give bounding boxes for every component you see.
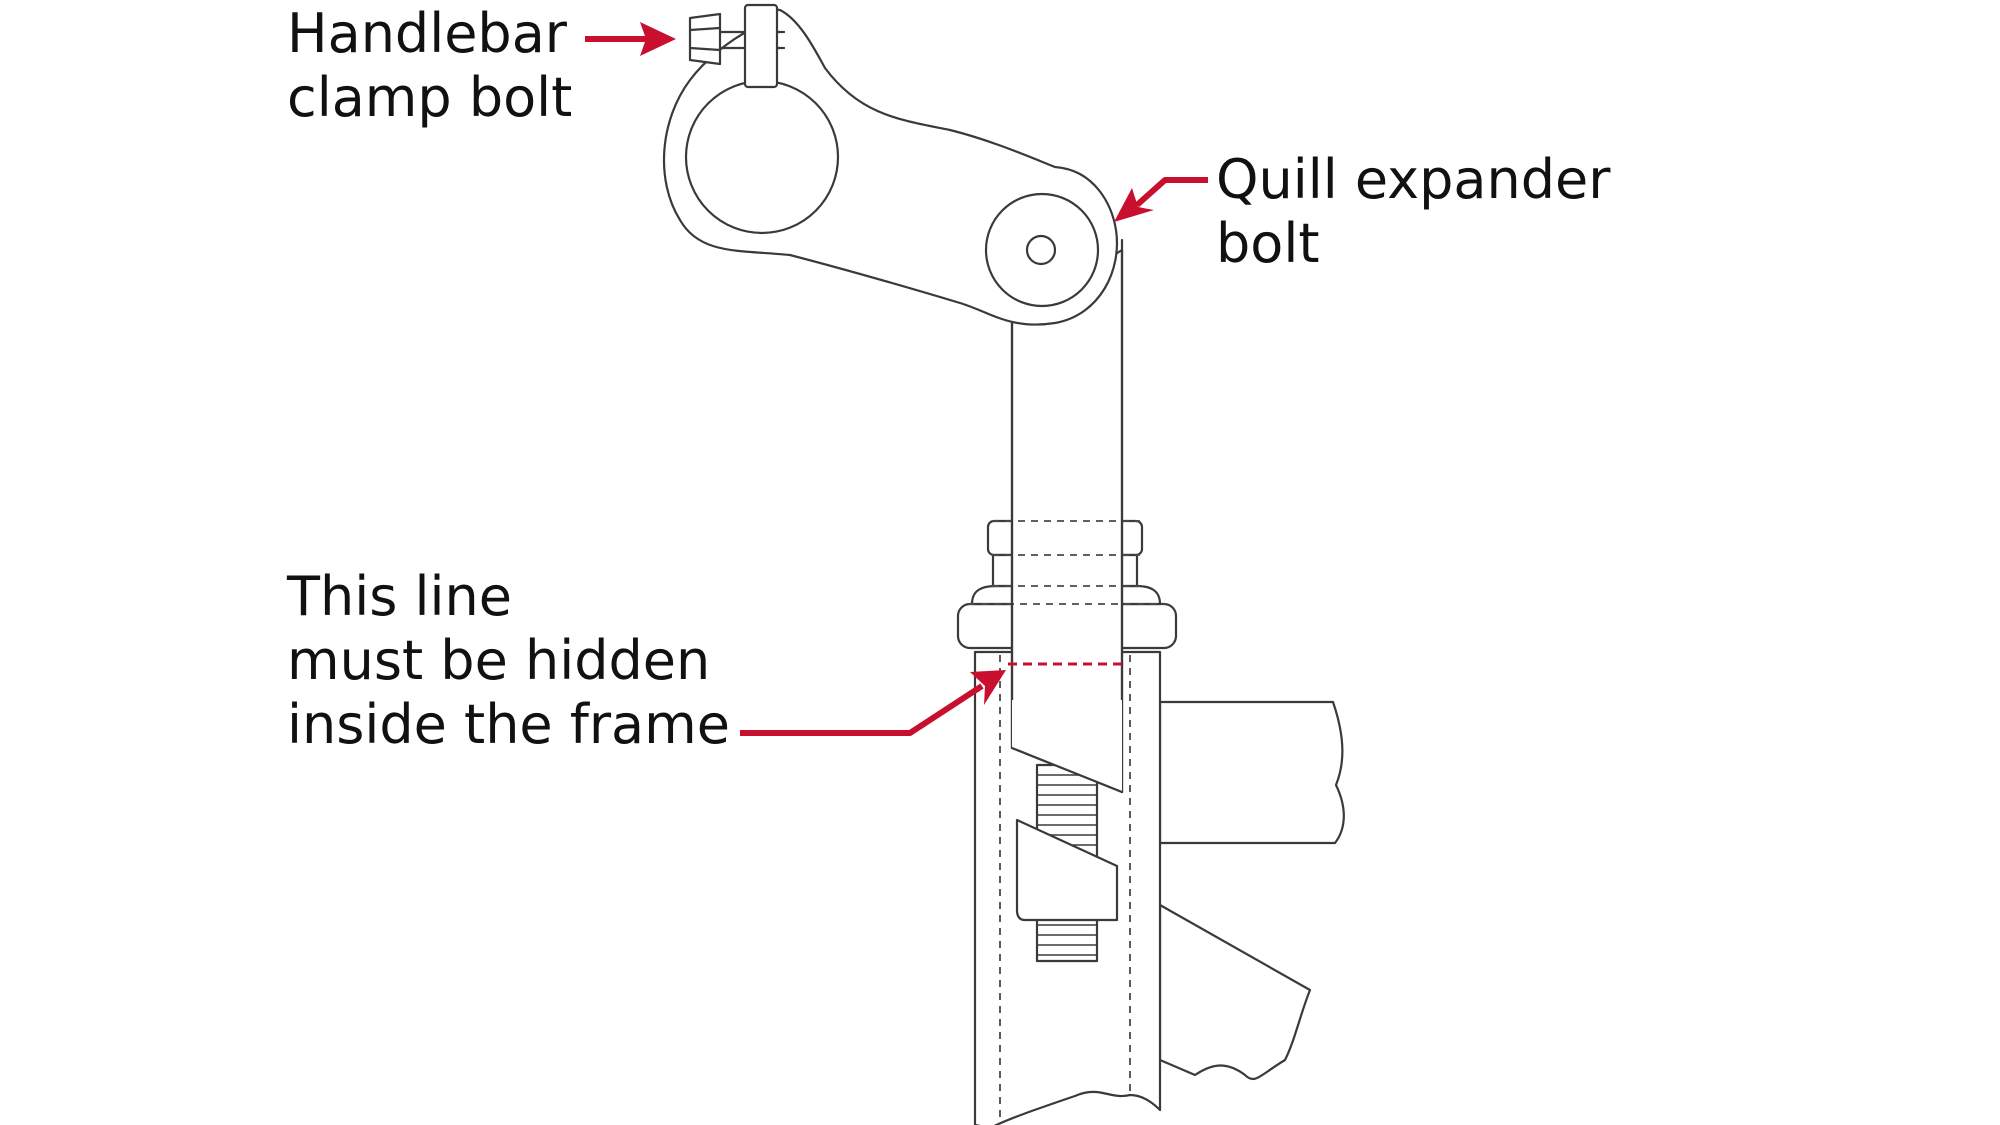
handlebar-clamp-bolt-label: Handlebar clamp bolt — [287, 2, 572, 130]
callout-hidden-line-arrow — [740, 670, 1006, 736]
quill-bottom-edge — [1010, 746, 1124, 794]
expander-assembly — [1010, 700, 1124, 963]
handlebar-clamp-bolt-label-line-1: Handlebar — [287, 2, 567, 65]
handlebar-clamp-bore — [684, 79, 840, 235]
expander-wedge — [1015, 818, 1119, 922]
hidden-line-label-line-1: This line — [287, 565, 512, 628]
down-tube — [1158, 903, 1312, 1081]
hidden-line-label-line-2: must be hidden — [287, 629, 711, 692]
quill-expander-bolt-label: Quill expander bolt — [1216, 148, 1610, 276]
callout-quill-arrow — [1114, 177, 1208, 222]
hidden-line-label: This line must be hidden inside the fram… — [287, 565, 730, 757]
handlebar-clamp-bolt-label-line-2: clamp bolt — [287, 66, 573, 129]
callout-handlebar-arrow — [585, 22, 676, 56]
top-tube — [1158, 700, 1345, 845]
quill-expander-bolt-label-line-1: Quill expander — [1216, 148, 1611, 211]
clamp-slit — [743, 3, 779, 89]
quill-bottom-cut — [1012, 700, 1122, 792]
quill-expander-bolt-label-line-2: bolt — [1216, 212, 1320, 275]
handlebar-clamp-bolt-head — [688, 12, 722, 66]
quill-expander-bolt-hole — [1025, 234, 1057, 266]
hidden-line-label-line-3: inside the frame — [287, 693, 730, 756]
stem-extension — [662, 3, 1119, 326]
